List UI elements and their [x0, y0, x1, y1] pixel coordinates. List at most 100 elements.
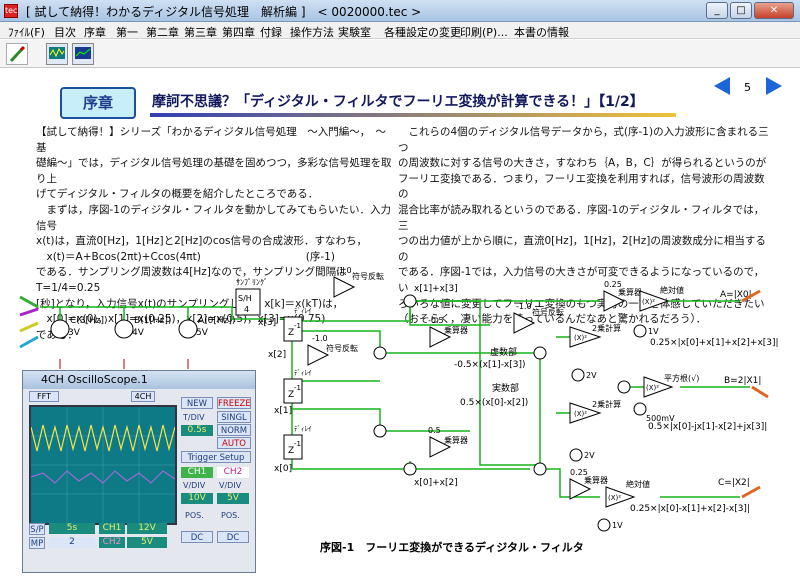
tdiv-value[interactable]: 0.5s	[181, 425, 213, 436]
svg-text:-0.5: -0.5	[428, 316, 444, 325]
text-line: 【試して納得！】シリーズ「わかるディジタル信号処理 ～入門編～， ～基	[36, 126, 386, 154]
auto-button[interactable]: AUTO	[217, 437, 251, 449]
text-line: （おそらく，凄い能力を持っているんだなあと驚かれるだろう）．	[398, 313, 707, 326]
menu-chapter4[interactable]: 第四章	[222, 26, 255, 39]
output-b-expr: 0.5×|x[0]-jx[1]-x[2]+jx[3]|	[648, 422, 767, 432]
menu-contents[interactable]: 目次	[54, 26, 76, 39]
ref-source[interactable]: 2V	[569, 448, 595, 462]
svg-text:B(1[Hz]): B(1[Hz])	[134, 316, 171, 326]
norm-button[interactable]: NORM	[217, 424, 251, 436]
text-line: つの出力値が上から順に，直流0[Hz]，1[Hz]，2[Hz]の周波数成分に相当…	[398, 235, 766, 263]
probe-icon[interactable]	[741, 485, 761, 499]
signal-x0-plus-x2: x[0]+x[2]	[414, 478, 458, 488]
svg-text:4: 4	[244, 305, 249, 314]
menu-chapter1[interactable]: 第一	[116, 26, 138, 39]
mp-button[interactable]: MP	[29, 537, 45, 549]
sp-button[interactable]: S/P	[29, 523, 45, 535]
menu-prologue[interactable]: 序章	[84, 26, 106, 39]
minimize-button[interactable]: _	[706, 2, 728, 19]
oscilloscope-window[interactable]: 4CH OscilloScope.1 FFT 4CH NEW FREEZE T/…	[22, 370, 256, 573]
ch1-vdiv-value[interactable]: 10V	[181, 493, 213, 504]
svg-text:絶対値: 絶対値	[660, 285, 684, 295]
menu-appendix[interactable]: 付録	[260, 26, 282, 39]
ref-source[interactable]: 500mV	[633, 402, 675, 423]
menu-operation[interactable]: 操作方法	[290, 26, 334, 39]
close-button[interactable]: ✕	[754, 2, 794, 19]
maximize-button[interactable]: □	[730, 2, 752, 19]
svg-text:-1: -1	[294, 322, 301, 330]
probe-icon[interactable]	[19, 307, 39, 317]
square-calc: (X)² 2乗計算	[569, 323, 621, 348]
ref-source[interactable]: 1V	[633, 324, 659, 338]
output-b-label: B=2|X1|	[724, 376, 761, 386]
single-button[interactable]: SINGL	[217, 411, 251, 423]
probe-icon[interactable]	[751, 385, 769, 399]
ch2-label[interactable]: CH2	[217, 467, 249, 478]
trigger-setup-button[interactable]: Trigger Setup	[181, 451, 251, 463]
probe-icon[interactable]	[19, 335, 39, 349]
svg-text:2乗計算: 2乗計算	[592, 399, 621, 409]
sp-value[interactable]: 5s	[49, 523, 95, 534]
svg-text:(X)²: (X)²	[574, 410, 587, 418]
menu-print[interactable]: 印刷(P)...	[460, 26, 508, 39]
fft-button[interactable]: FFT	[29, 391, 59, 402]
ch2-bottom-value[interactable]: 5V	[127, 537, 167, 548]
text-line: これらの4個のディジタル信号データから，式(序-1)の入力波形に含まれる三つ	[398, 126, 769, 154]
page-number: 5	[744, 81, 751, 94]
ch2-dc-button[interactable]: DC	[217, 531, 249, 543]
text-line: まずは，序図-1のディジタル・フィルタを動かしてみてもらいたい．入力信号	[36, 203, 391, 232]
output-c-expr: 0.25×|x[0]-x[1]+x[2]-x[3]|	[630, 504, 750, 514]
tdiv-label: T/DIV	[183, 413, 205, 422]
probe-icon[interactable]	[19, 321, 39, 333]
circuit-diagram: C(3[Hz]) 3V B(1[Hz]) 4V A(0[Hz]) 5V ｻﾝﾌﾟ…	[19, 266, 779, 532]
ch1-label[interactable]: CH1	[181, 467, 213, 478]
probe-icon[interactable]	[741, 289, 761, 303]
prev-page-icon[interactable]	[714, 77, 730, 95]
text-line: 礎編～」では，ディジタル信号処理の基礎を固めつつ，多彩な信号処理を取り上	[36, 157, 392, 185]
signal-x2: x[2]	[268, 350, 286, 360]
ch1-bottom-value[interactable]: 12V	[127, 523, 167, 534]
ref-source[interactable]: 2V	[571, 368, 597, 382]
ch2-vdiv-value[interactable]: 5V	[217, 493, 249, 504]
text-line: である．序図-1では，入力信号の大きさが可変できるようになっているので，い	[398, 266, 765, 294]
sign-invert: -1.0 符号反転	[307, 334, 358, 366]
menu-about[interactable]: 本書の情報	[514, 26, 569, 39]
sample-hold[interactable]: ｻﾝﾌﾟﾘﾝｸﾞ S/H 4	[235, 278, 268, 316]
menu-chapter2[interactable]: 第二章	[146, 26, 179, 39]
ch4-button[interactable]: 4CH	[131, 391, 155, 402]
menu-file[interactable]: ﾌｧｲﾙ(F)	[8, 26, 45, 39]
scope-icon[interactable]	[46, 43, 68, 65]
freeze-button[interactable]: FREEZE	[217, 397, 251, 409]
source-c[interactable]: C(3[Hz]) 3V	[50, 316, 108, 339]
source-b[interactable]: B(1[Hz]) 4V	[114, 316, 171, 339]
monitor-icon[interactable]	[72, 43, 94, 65]
svg-text:符号反転: 符号反転	[352, 271, 384, 281]
menu-lab[interactable]: 実験室	[338, 26, 371, 39]
svg-text:ﾃﾞｨﾚｲ: ﾃﾞｨﾚｲ	[294, 425, 312, 433]
mp-value[interactable]: 2	[49, 537, 95, 548]
next-page-icon[interactable]	[766, 77, 782, 95]
svg-text:0.25: 0.25	[604, 280, 622, 289]
svg-text:(X)²: (X)²	[646, 384, 659, 392]
square-calc: (X)² 2乗計算	[569, 399, 621, 424]
window-title: [ 試して納得！わかるディジタル信号処理 解析編 ] < 0020000.tec…	[26, 5, 422, 19]
svg-text:符号反転: 符号反転	[532, 307, 564, 317]
svg-text:2V: 2V	[586, 371, 597, 380]
svg-text:Z: Z	[288, 328, 294, 338]
pen-icon[interactable]	[6, 43, 28, 65]
menu-chapter3[interactable]: 第三章	[184, 26, 217, 39]
source-a[interactable]: A(0[Hz]) 5V	[178, 316, 235, 339]
svg-text:-1.0: -1.0	[336, 266, 352, 275]
oscilloscope-title: 4CH OscilloScope.1	[23, 371, 255, 389]
app-icon: tec	[4, 4, 18, 18]
delay-block: Z -1 ﾃﾞｨﾚｲ	[283, 369, 312, 404]
svg-text:2V: 2V	[584, 451, 595, 460]
probe-icon[interactable]	[19, 295, 39, 309]
vdiv-label-2: V/DIV	[219, 481, 242, 490]
svg-text:C(3[Hz]): C(3[Hz])	[70, 316, 108, 326]
ref-source[interactable]: 1V	[597, 518, 623, 532]
ch1-dc-button[interactable]: DC	[181, 531, 213, 543]
new-button[interactable]: NEW	[181, 397, 213, 409]
signal-x1: x[1]	[274, 406, 292, 416]
menu-settings[interactable]: 各種設定の変更	[384, 26, 461, 39]
